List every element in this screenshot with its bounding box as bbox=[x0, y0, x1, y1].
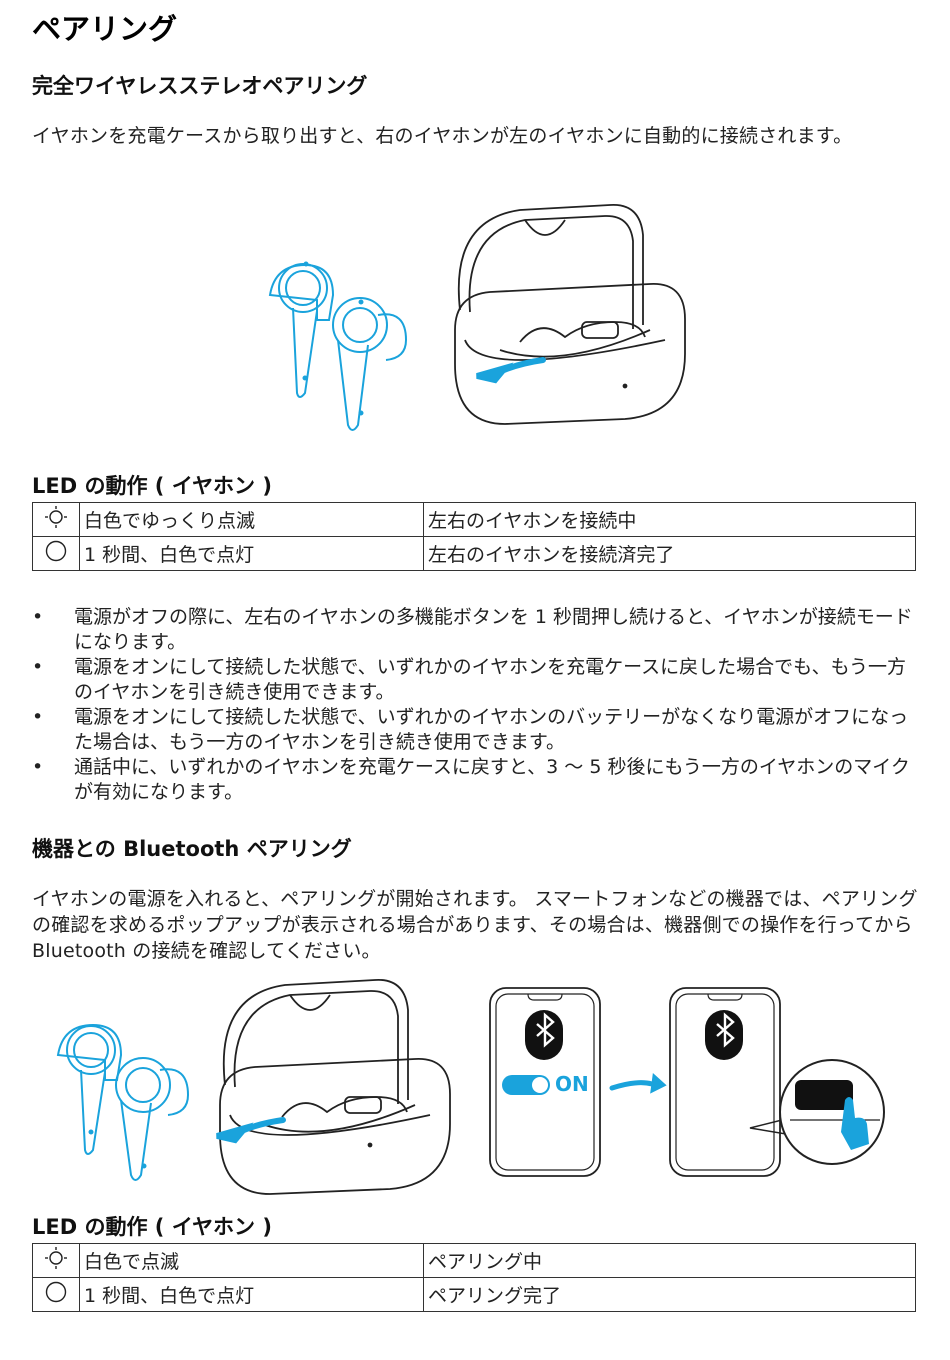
bullet-mark: • bbox=[32, 706, 44, 728]
table-row: 1 秒間、白色で点灯 左右のイヤホンを接続済完了 bbox=[32, 536, 916, 571]
toggle-on-label: ON bbox=[555, 1072, 589, 1096]
earbuds-case-illustration bbox=[268, 204, 686, 431]
left-earbud-icon bbox=[56, 1023, 123, 1155]
table-row: 1 秒間、白色で点灯 ペアリング完了 bbox=[32, 1277, 916, 1312]
led-status: 白色で点滅 bbox=[79, 1243, 424, 1278]
notes-list: •電源がオフの際に、左右のイヤホンの多機能ボタンを 1 秒間押し続けると、イヤホ… bbox=[32, 605, 918, 805]
blink-led-icon bbox=[45, 1247, 67, 1269]
led-status: 1 秒間、白色で点灯 bbox=[79, 536, 424, 571]
list-item: •電源がオフの際に、左右のイヤホンの多機能ボタンを 1 秒間押し続けると、イヤホ… bbox=[32, 606, 913, 653]
bluetooth-pairing-illustration bbox=[56, 979, 885, 1195]
right-earbud-icon bbox=[332, 297, 408, 431]
led-meaning: ペアリング中 bbox=[423, 1243, 916, 1278]
led-status: 1 秒間、白色で点灯 bbox=[79, 1277, 424, 1312]
led-meaning: 左右のイヤホンを接続済完了 bbox=[423, 536, 916, 571]
bullet-mark: • bbox=[32, 606, 44, 628]
led-meaning: ペアリング完了 bbox=[423, 1277, 916, 1312]
list-item: •電源をオンにして接続した状態で、いずれかのイヤホンのバッテリーがなくなり電源が… bbox=[32, 706, 909, 753]
list-item: •通話中に、いずれかのイヤホンを充電ケースに戻すと、3 〜 5 秒後にもう一方の… bbox=[32, 756, 910, 803]
arrow-icon bbox=[609, 1080, 655, 1091]
table-row: 白色でゆっくり点滅 左右のイヤホンを接続中 bbox=[32, 502, 916, 537]
left-earbud-icon bbox=[268, 261, 335, 398]
finger-tap-icon bbox=[841, 1097, 869, 1150]
phone-before-icon bbox=[489, 987, 601, 1177]
led-meaning: 左右のイヤホンを接続中 bbox=[423, 502, 916, 537]
led-table-bluetooth: 白色で点滅 ペアリング中 1 秒間、白色で点灯 ペアリング完了 bbox=[32, 1243, 916, 1312]
charging-case-icon bbox=[454, 204, 686, 425]
list-item: •電源をオンにして接続した状態で、いずれかのイヤホンを充電ケースに戻した場合でも… bbox=[32, 656, 907, 703]
solid-led-icon bbox=[45, 540, 67, 562]
tws-paragraph: イヤホンを充電ケースから取り出すと、右のイヤホンが左のイヤホンに自動的に接続され… bbox=[32, 125, 853, 147]
page-title: ペアリング bbox=[32, 12, 178, 46]
section-heading-led2: LED の動作 ( イヤホン ) bbox=[32, 1215, 272, 1239]
blink-led-icon bbox=[45, 506, 67, 528]
solid-led-icon bbox=[45, 1281, 67, 1303]
section-heading-bluetooth: 機器との Bluetooth ペアリング bbox=[32, 837, 352, 861]
arrow-out-icon bbox=[216, 1117, 286, 1144]
charging-case-icon bbox=[219, 979, 451, 1195]
led-table-tws: 白色でゆっくり点滅 左右のイヤホンを接続中 1 秒間、白色で点灯 左右のイヤホン… bbox=[32, 502, 916, 571]
led-status: 白色でゆっくり点滅 bbox=[79, 502, 424, 537]
phone-after-icon bbox=[669, 987, 885, 1177]
arrow-out-icon bbox=[476, 357, 546, 384]
section-heading-led1: LED の動作 ( イヤホン ) bbox=[32, 474, 272, 498]
bullet-mark: • bbox=[32, 656, 44, 678]
bluetooth-paragraph: イヤホンの電源を入れると、ペアリングが開始されます。 スマートフォンなどの機器で… bbox=[32, 888, 918, 962]
popup-button-icon bbox=[795, 1080, 853, 1110]
zoom-circle-icon bbox=[779, 1059, 885, 1165]
section-heading-tws: 完全ワイヤレスステレオペアリング bbox=[32, 74, 368, 98]
right-earbud-icon bbox=[115, 1057, 190, 1181]
table-row: 白色で点滅 ペアリング中 bbox=[32, 1243, 916, 1278]
bullet-mark: • bbox=[32, 756, 44, 778]
